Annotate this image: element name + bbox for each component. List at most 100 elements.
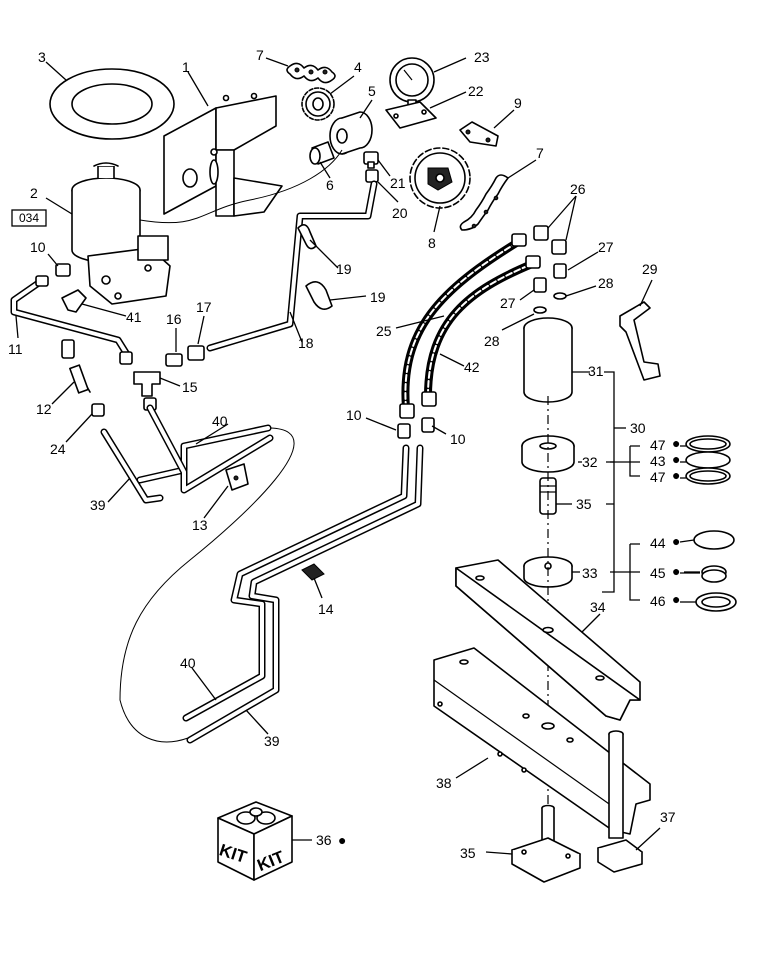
post-35-lower xyxy=(511,804,581,883)
callout-27-left: 27 xyxy=(500,295,516,311)
seal-44 xyxy=(693,530,735,550)
connector-16 xyxy=(165,353,183,367)
chain-top xyxy=(286,62,336,84)
bushing xyxy=(309,141,335,165)
callout-30: 30 xyxy=(630,420,646,436)
fitting-10-center-right xyxy=(421,417,435,433)
cylinder-base-33 xyxy=(523,556,573,588)
callout-11: 11 xyxy=(8,341,23,357)
callout-17: 17 xyxy=(196,299,212,315)
fitting-27-b xyxy=(553,263,567,279)
washer-28-b xyxy=(553,292,567,300)
callout-27-right: 27 xyxy=(598,239,614,255)
bullet-45: ● xyxy=(672,563,680,579)
reference-box xyxy=(11,209,47,227)
seal-43 xyxy=(685,451,731,469)
callout-23: 23 xyxy=(474,49,490,65)
group-bracket-43 xyxy=(610,445,640,477)
callout-42: 42 xyxy=(464,359,480,375)
washer-28-a xyxy=(533,306,547,314)
callout-36: 36 xyxy=(316,832,332,848)
bullet-46: ● xyxy=(672,591,680,607)
callout-10-left: 10 xyxy=(30,239,46,255)
callout-10-center-left: 10 xyxy=(346,407,362,423)
callout-29: 29 xyxy=(642,261,658,277)
tube-39-long xyxy=(186,444,424,744)
fitting-upper xyxy=(363,151,379,169)
bullet-36: ● xyxy=(338,832,346,848)
hose-42 xyxy=(421,255,541,407)
tube-envelope xyxy=(119,427,295,743)
tube-40-left xyxy=(136,424,272,484)
gasket-ring xyxy=(49,68,175,140)
clip-bracket xyxy=(459,121,499,147)
large-sprocket xyxy=(409,147,471,209)
gauge-mount-plate xyxy=(385,101,437,129)
callout-7-top: 7 xyxy=(256,47,264,63)
hose-25 xyxy=(399,233,527,419)
seal-47-a xyxy=(685,435,731,453)
callout-40-left: 40 xyxy=(212,413,228,429)
callout-31: 31 xyxy=(588,363,604,379)
pump-assembly xyxy=(71,162,171,305)
callout-38: 38 xyxy=(436,775,452,791)
callout-2: 2 xyxy=(30,185,38,201)
tube-clip-13 xyxy=(225,463,249,491)
callout-33: 33 xyxy=(582,565,598,581)
group-bracket-30 xyxy=(602,371,615,593)
callout-9: 9 xyxy=(514,95,522,111)
callout-37: 37 xyxy=(660,809,676,825)
callout-28-right: 28 xyxy=(598,275,614,291)
callout-1: 1 xyxy=(182,59,190,75)
tee-fitting xyxy=(133,371,161,411)
callout-39-left: 39 xyxy=(90,497,106,513)
callout-12: 12 xyxy=(36,401,52,417)
callout-21: 21 xyxy=(390,175,406,191)
callout-13: 13 xyxy=(192,517,208,533)
callout-10-center-right: 10 xyxy=(450,431,466,447)
kit-bullets: ● ● ● ● ● ● ● xyxy=(338,435,680,848)
callout-14: 14 xyxy=(318,601,334,617)
callout-35-upper: 35 xyxy=(576,496,592,512)
piston-32 xyxy=(521,435,575,473)
callout-34: 34 xyxy=(590,599,606,615)
fitting-10-center-left xyxy=(397,423,411,439)
small-sprocket xyxy=(301,87,335,121)
bullet-47-upper: ● xyxy=(672,435,680,451)
pressure-gauge xyxy=(389,57,435,109)
callout-32: 32 xyxy=(582,454,598,470)
callout-35-lower: 35 xyxy=(460,845,476,861)
callout-19-upper: 19 xyxy=(336,261,352,277)
bullet-44: ● xyxy=(672,533,680,549)
tube-39-left xyxy=(100,404,274,504)
callout-18: 18 xyxy=(298,335,314,351)
callout-47-lower: 47 xyxy=(650,469,666,485)
kit-box xyxy=(217,801,293,881)
seal-46 xyxy=(695,592,737,612)
callout-15: 15 xyxy=(182,379,198,395)
tube-11 xyxy=(10,275,133,365)
callout-4: 4 xyxy=(354,59,362,75)
callout-41: 41 xyxy=(126,309,142,325)
seal-47-b xyxy=(685,467,731,485)
reference-box-label: 034 xyxy=(19,211,39,225)
callout-47-upper: 47 xyxy=(650,437,666,453)
callout-28-left: 28 xyxy=(484,333,500,349)
group-bracket-45 xyxy=(610,543,640,601)
bracket-29 xyxy=(619,301,661,381)
callout-45: 45 xyxy=(650,565,666,581)
callout-25: 25 xyxy=(376,323,392,339)
callout-40-lower: 40 xyxy=(180,655,196,671)
callout-39-lower: 39 xyxy=(264,733,280,749)
mounting-bracket xyxy=(163,92,283,217)
callout-19-lower: 19 xyxy=(370,289,386,305)
frame-34 xyxy=(455,559,641,721)
tube-clip-14 xyxy=(301,563,325,581)
callout-labels: 1 2 3 4 5 6 7 7 8 9 10 10 10 11 12 13 14… xyxy=(8,47,676,861)
fitting-26-b xyxy=(551,239,567,255)
post-37 xyxy=(597,730,643,873)
callout-44: 44 xyxy=(650,535,666,551)
tube-40-long xyxy=(182,444,410,722)
bullet-47-lower: ● xyxy=(672,467,680,483)
